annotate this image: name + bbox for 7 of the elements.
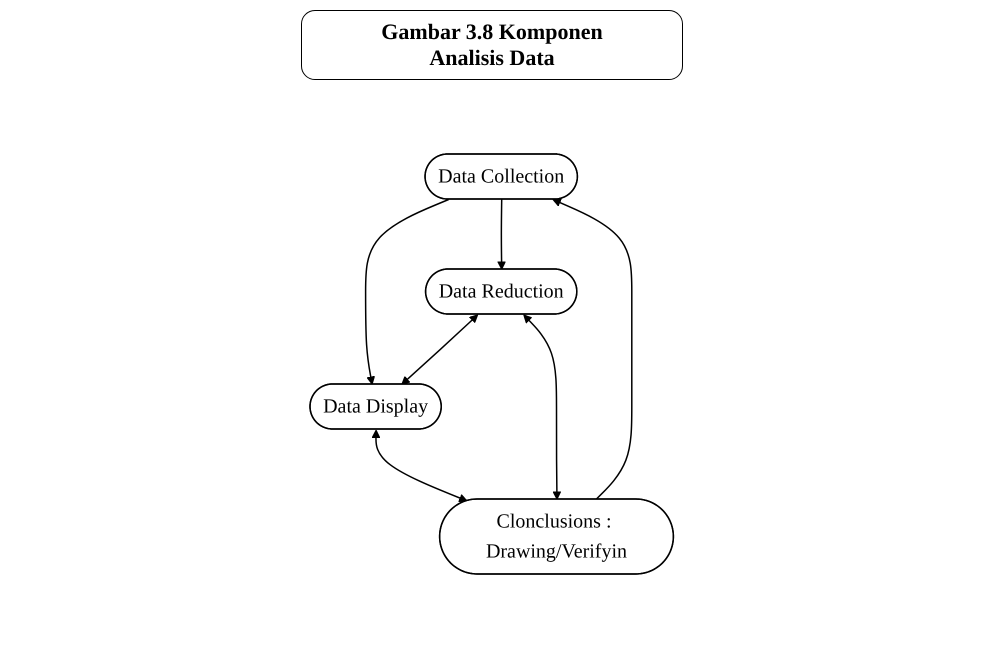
arrow (524, 314, 562, 500)
title-box: Gambar 3.8 Komponen Analisis Data (301, 10, 683, 80)
arrow (552, 198, 633, 500)
arrow (498, 199, 506, 270)
arrow (365, 198, 450, 385)
arrow (372, 430, 468, 502)
arrow (402, 314, 479, 385)
